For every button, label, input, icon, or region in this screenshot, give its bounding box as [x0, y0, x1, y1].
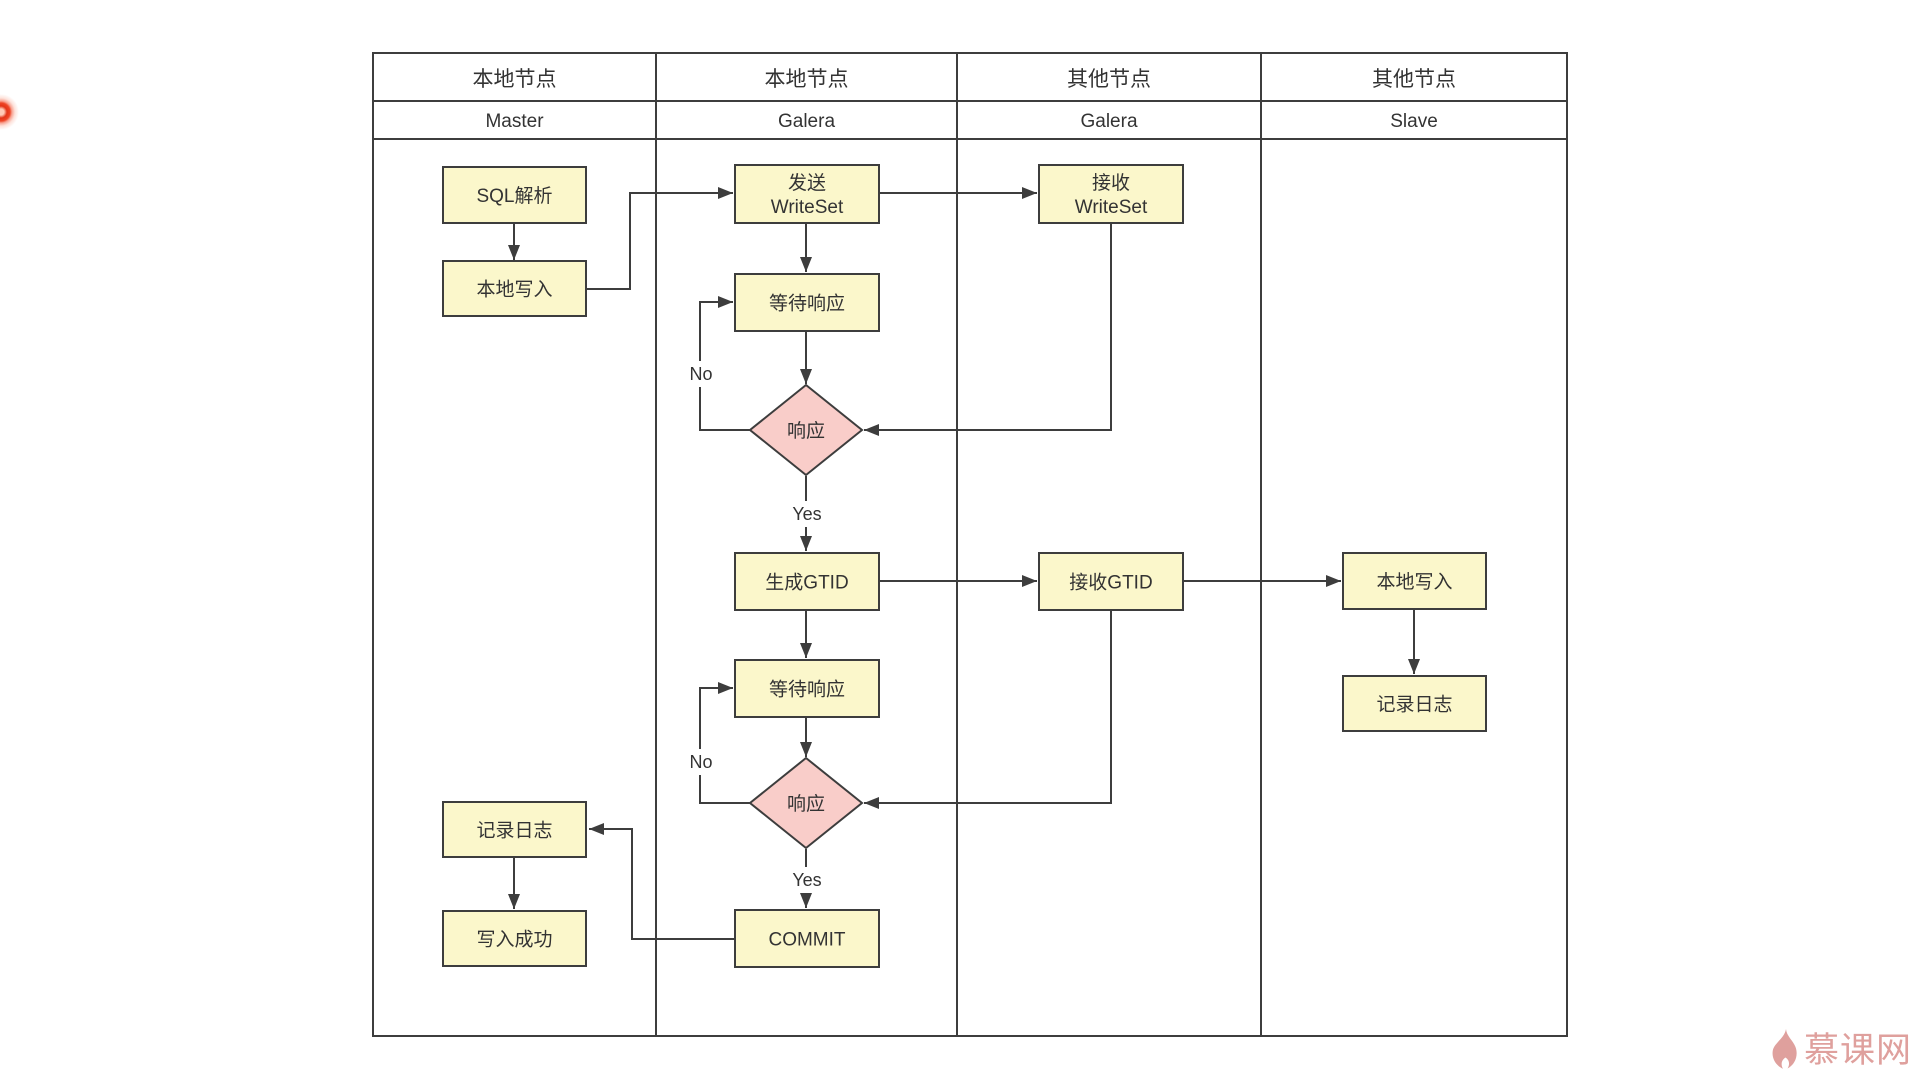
gen-gtid-label: 生成GTID	[765, 572, 848, 594]
write-success-label: 写入成功	[476, 929, 552, 951]
write-success-shape	[442, 910, 587, 967]
edge-gengtid-to-wait2-arrowhead	[800, 643, 812, 658]
edge-response2-yes-to-commit-arrowhead	[800, 893, 812, 908]
edge-wait2-to-response2-arrowhead	[800, 742, 812, 757]
edge-sendws-to-recvws-arrowhead	[1022, 187, 1037, 199]
response-1-shape	[748, 383, 864, 477]
edge-recvgtid-to-response2	[864, 610, 1112, 804]
local-write-master-label: 本地写入	[476, 279, 552, 301]
label-yes-1-bg	[784, 501, 830, 527]
edge-slavewrite-to-slavelog-arrowhead	[1408, 659, 1420, 674]
watermark: 慕课网	[1772, 1026, 1912, 1074]
edge-commit-to-logmaster	[589, 828, 734, 940]
commit-label: COMMIT	[768, 930, 845, 951]
flame-icon	[1772, 1029, 1797, 1069]
local-write-slave-shape	[1342, 552, 1487, 610]
edge-localwrite-to-sendws-arrowhead	[718, 187, 733, 199]
edge-response2-no-loop-arrowhead	[718, 682, 733, 694]
label-no-1: No	[689, 364, 712, 384]
lane-subtitle-local-master: Master	[485, 111, 544, 132]
sql-parse-label: SQL解析	[476, 185, 552, 207]
label-no-1-bg	[684, 361, 718, 387]
edge-sqlparse-to-localwrite-arrowhead	[508, 245, 520, 260]
lane-subtitle-other-galera: Galera	[1080, 111, 1137, 132]
log-master-label: 记录日志	[476, 820, 552, 842]
lane-subtitle-other-slave: Slave	[1390, 111, 1438, 132]
edge-recvgtid-to-slavewrite-arrowhead	[1326, 575, 1341, 587]
recv-gtid-shape	[1038, 552, 1184, 611]
lane-subtitle-local-galera: Galera	[778, 111, 835, 132]
edge-sendws-to-wait1-arrowhead	[800, 257, 812, 272]
wait-response-1-label: 等待响应	[769, 293, 845, 315]
recording-indicator-dot	[0, 94, 19, 130]
label-yes-2: Yes	[792, 870, 821, 890]
edge-wait1-to-response1-arrowhead	[800, 369, 812, 384]
lane-title-local-galera: 本地节点	[765, 68, 849, 91]
edge-commit-to-logmaster-arrowhead	[589, 823, 604, 835]
edge-gengtid-to-recvgtid-arrowhead	[1022, 575, 1037, 587]
commit-shape	[734, 909, 880, 968]
lane-title-other-slave: 其他节点	[1372, 68, 1456, 91]
wait-response-2-shape	[734, 659, 880, 718]
watermark-text: 慕课网	[1804, 1030, 1913, 1070]
log-slave-label: 记录日志	[1376, 694, 1452, 716]
response-2-label: 响应	[787, 793, 825, 815]
response-1-label: 响应	[787, 420, 825, 442]
gen-gtid-shape	[734, 552, 880, 611]
label-no-2: No	[689, 752, 712, 772]
log-slave-shape	[1342, 675, 1487, 732]
edge-recvgtid-to-response2-arrowhead	[864, 797, 879, 809]
lane-title-other-galera: 其他节点	[1067, 68, 1151, 91]
local-write-master-shape	[442, 260, 587, 317]
wait-response-1-shape	[734, 273, 880, 332]
lane-title-local-master: 本地节点	[473, 68, 557, 91]
local-write-slave-label: 本地写入	[1376, 571, 1452, 593]
label-yes-2-bg	[784, 867, 830, 893]
swimlane-frame	[372, 52, 1568, 1037]
wait-response-2-label: 等待响应	[769, 679, 845, 701]
recv-writeset-shape	[1038, 164, 1184, 224]
label-yes-1: Yes	[792, 504, 821, 524]
label-no-2-bg	[684, 749, 718, 775]
recv-gtid-label: 接收GTID	[1069, 572, 1152, 594]
edge-localwrite-to-sendws	[586, 192, 733, 290]
edge-recvws-to-response1	[864, 223, 1112, 431]
edge-recvws-to-response1-arrowhead	[864, 424, 879, 436]
sql-parse-shape	[442, 166, 587, 224]
send-writeset-shape	[734, 164, 880, 224]
response-2-shape	[748, 756, 864, 850]
edge-logmaster-to-success-arrowhead	[508, 894, 520, 909]
log-master-shape	[442, 801, 587, 858]
edge-response1-no-loop-arrowhead	[718, 296, 733, 308]
edge-response2-no-loop	[699, 687, 751, 804]
edge-response1-yes-to-gengtid-arrowhead	[800, 536, 812, 551]
